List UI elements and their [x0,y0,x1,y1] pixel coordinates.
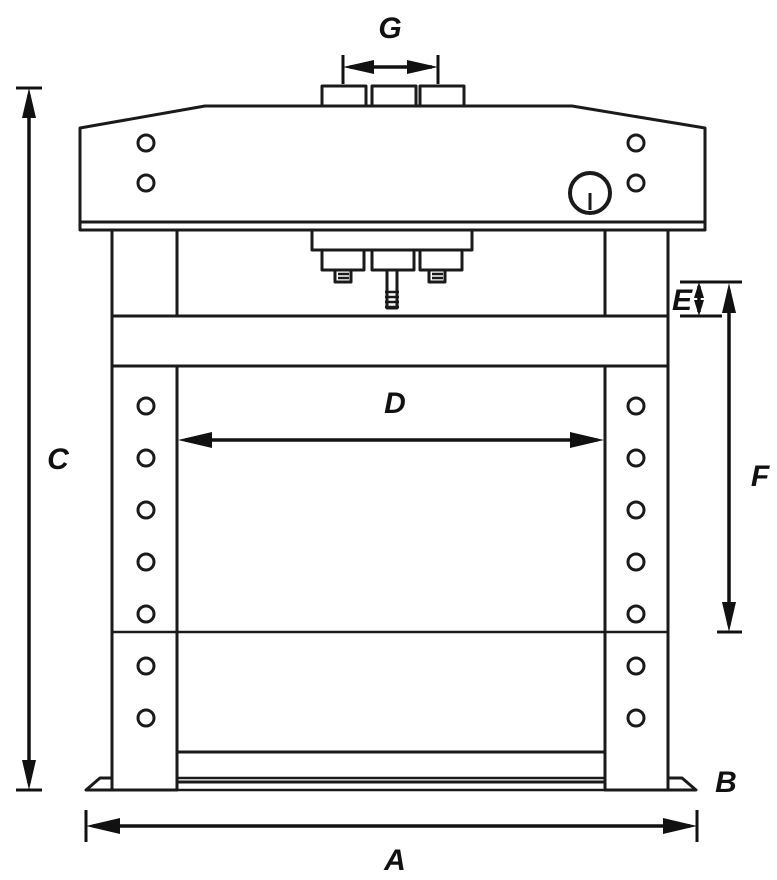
dimension-f [717,283,742,634]
dimension-label-c: C [47,443,70,476]
head-bolt-hole [136,173,156,193]
dimension-e [680,280,742,318]
column-pin-holes [136,396,646,728]
head-bolt-hole [626,133,646,153]
dimension-label-e: E [672,284,693,317]
pressure-gauge-icon [568,171,612,215]
dimension-label-d: D [384,387,406,420]
press-head [78,104,707,232]
dimension-d [178,432,604,448]
press-base [84,750,698,792]
head-bolt-hole [136,133,156,153]
work-table-beam [110,314,670,368]
top-cylinders [320,84,466,108]
dimension-a [84,810,699,842]
dimension-g [341,55,440,84]
dimension-label-f: F [751,460,770,493]
dimension-label-b: B [715,766,737,799]
dimension-label-a: A [383,844,406,877]
head-bolt-hole [626,173,646,193]
dimension-c [16,86,42,792]
ram-assembly [310,228,474,310]
dimension-label-g: G [378,12,401,45]
